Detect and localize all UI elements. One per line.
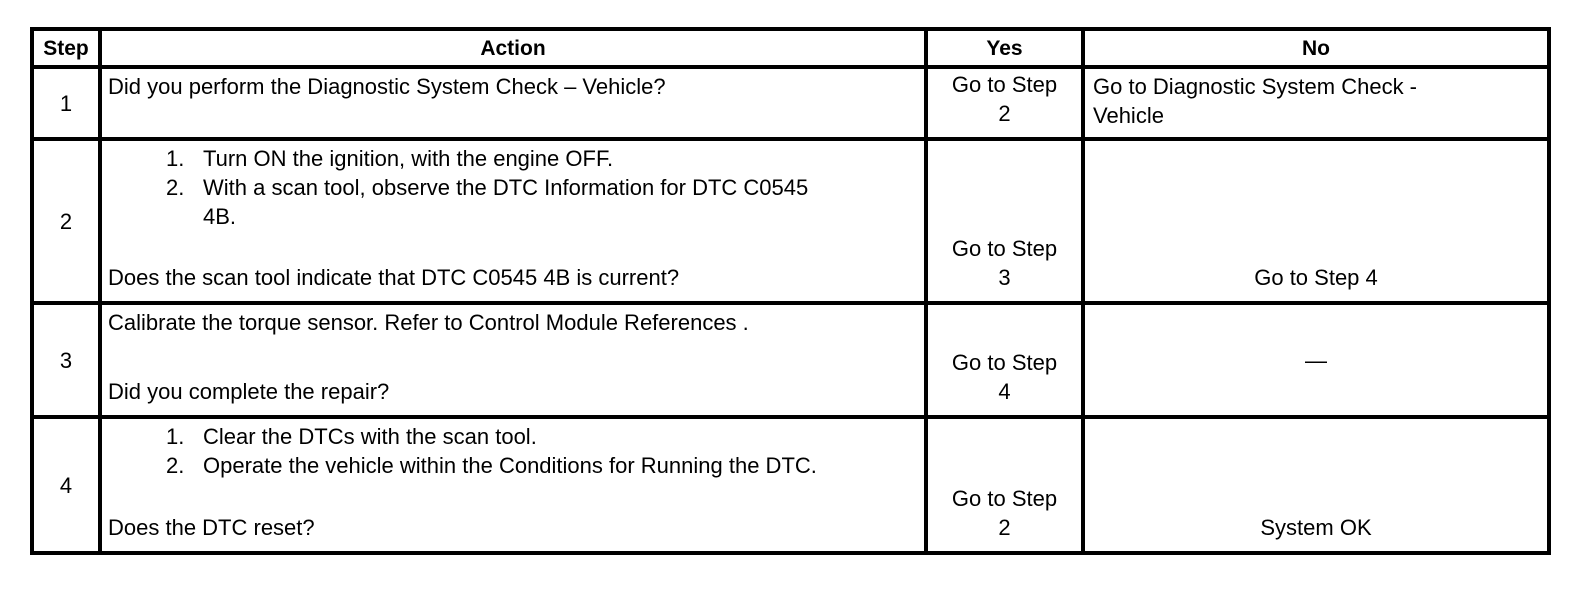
list-number: 2. bbox=[166, 175, 185, 200]
col-header-step: Step bbox=[30, 27, 102, 69]
action-cell: 1. Turn ON the ignition, with the engine… bbox=[98, 137, 928, 305]
col-header-action: Action bbox=[98, 27, 928, 69]
step-cell: 4 bbox=[30, 415, 102, 555]
table-row: 2 1. Turn ON the ignition, with the engi… bbox=[30, 137, 1551, 305]
diagnostic-step-table: Step Action Yes No 1 Did you perform the… bbox=[30, 27, 1551, 555]
list-text: Clear the DTCs with the scan tool. bbox=[203, 424, 537, 449]
list-item: 1. Clear the DTCs with the scan tool. bbox=[108, 422, 916, 451]
list-item: 1. Turn ON the ignition, with the engine… bbox=[108, 144, 916, 173]
no-cell: Go to Diagnostic System Check - Vehicle bbox=[1081, 65, 1551, 141]
yes-cell: Go to Step 3 bbox=[924, 137, 1085, 305]
yes-cell: Go to Step 4 bbox=[924, 301, 1085, 419]
list-number: 2. bbox=[166, 453, 185, 478]
action-cell: 1. Clear the DTCs with the scan tool. 2.… bbox=[98, 415, 928, 555]
action-content: 1. Clear the DTCs with the scan tool. 2.… bbox=[108, 422, 916, 542]
action-cell: Did you perform the Diagnostic System Ch… bbox=[98, 65, 928, 141]
action-content: Calibrate the torque sensor. Refer to Co… bbox=[108, 308, 916, 406]
step-cell: 3 bbox=[30, 301, 102, 419]
action-question: Does the scan tool indicate that DTC C05… bbox=[108, 265, 680, 290]
list-number: 1. bbox=[166, 424, 185, 449]
table-row: 3 Calibrate the torque sensor. Refer to … bbox=[30, 301, 1551, 419]
action-cell: Calibrate the torque sensor. Refer to Co… bbox=[98, 301, 928, 419]
action-question: Did you perform the Diagnostic System Ch… bbox=[108, 74, 666, 99]
list-item: 2. Operate the vehicle within the Condit… bbox=[108, 451, 916, 480]
list-text: Operate the vehicle within the Condition… bbox=[203, 453, 817, 478]
yes-cell: Go to Step 2 bbox=[924, 415, 1085, 555]
list-number: 1. bbox=[166, 146, 185, 171]
table-header-row: Step Action Yes No bbox=[30, 27, 1551, 69]
table-row: 4 1. Clear the DTCs with the scan tool. … bbox=[30, 415, 1551, 555]
list-text: With a scan tool, observe the DTC Inform… bbox=[203, 175, 809, 229]
no-cell: System OK bbox=[1081, 415, 1551, 555]
action-content: 1. Turn ON the ignition, with the engine… bbox=[108, 144, 916, 292]
action-text: Calibrate the torque sensor. Refer to Co… bbox=[108, 310, 749, 335]
list-item: 2. With a scan tool, observe the DTC Inf… bbox=[108, 173, 916, 231]
action-instruction-list: 1. Clear the DTCs with the scan tool. 2.… bbox=[108, 422, 916, 480]
action-question: Does the DTC reset? bbox=[108, 515, 315, 540]
table-row: 1 Did you perform the Diagnostic System … bbox=[30, 65, 1551, 141]
no-cell: Go to Step 4 bbox=[1081, 137, 1551, 305]
step-cell: 1 bbox=[30, 65, 102, 141]
col-header-no: No bbox=[1081, 27, 1551, 69]
step-cell: 2 bbox=[30, 137, 102, 305]
action-instruction-list: 1. Turn ON the ignition, with the engine… bbox=[108, 144, 916, 231]
action-question: Did you complete the repair? bbox=[108, 379, 390, 404]
no-cell: — bbox=[1081, 301, 1551, 419]
yes-cell: Go to Step 2 bbox=[924, 65, 1085, 141]
list-text: Turn ON the ignition, with the engine OF… bbox=[203, 146, 614, 171]
col-header-yes: Yes bbox=[924, 27, 1085, 69]
